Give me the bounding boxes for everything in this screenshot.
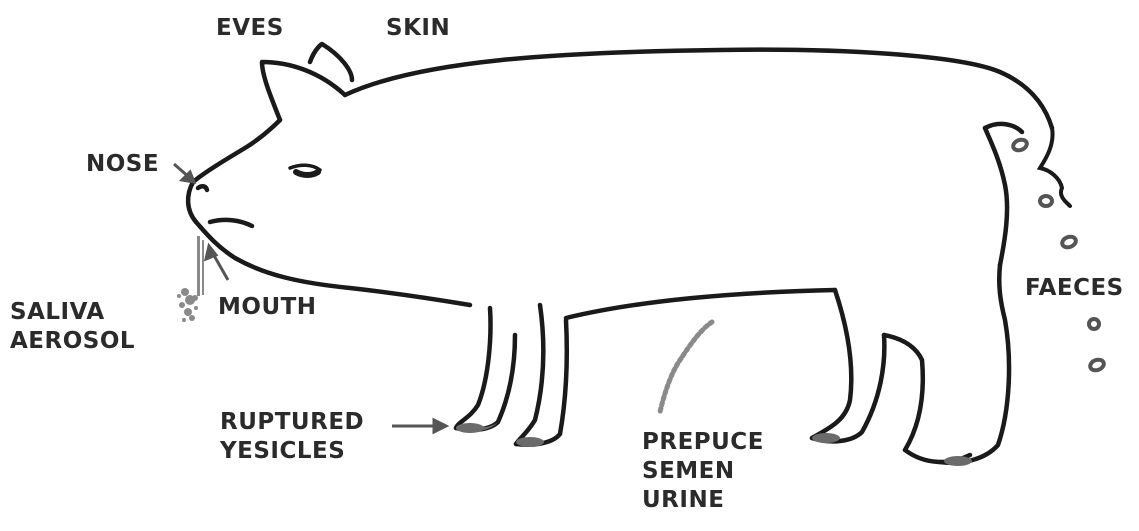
saliva-aerosol-stipple <box>177 236 204 322</box>
faeces-label: FAECES <box>1025 274 1124 303</box>
prepuce-label-line-1: PREPUCE <box>642 428 764 457</box>
saliva-aerosol-label: SALIVA AEROSOL <box>10 298 135 356</box>
prepuce-label-line-2: SEMEN <box>642 457 764 486</box>
saliva-label-line-1: SALIVA <box>10 298 135 327</box>
vesicles-label-line-1: RUPTURED <box>220 408 364 437</box>
nose-label: NOSE <box>86 150 159 179</box>
vesicles-label-line-2: YESICLES <box>220 437 364 466</box>
mouth-label: MOUTH <box>218 293 317 322</box>
prepuce-semen-urine-label: PREPUCE SEMEN URINE <box>642 428 764 515</box>
urine-stream-stipple <box>660 322 712 412</box>
prepuce-label-line-3: URINE <box>642 486 764 515</box>
eyes-label: EVES <box>216 14 284 43</box>
ruptured-vesicles-label: RUPTURED YESICLES <box>220 408 364 466</box>
skin-label: SKIN <box>386 14 450 43</box>
pig-outline <box>188 44 1052 463</box>
faeces-droppings <box>1012 138 1106 372</box>
saliva-label-line-2: AEROSOL <box>10 327 135 356</box>
